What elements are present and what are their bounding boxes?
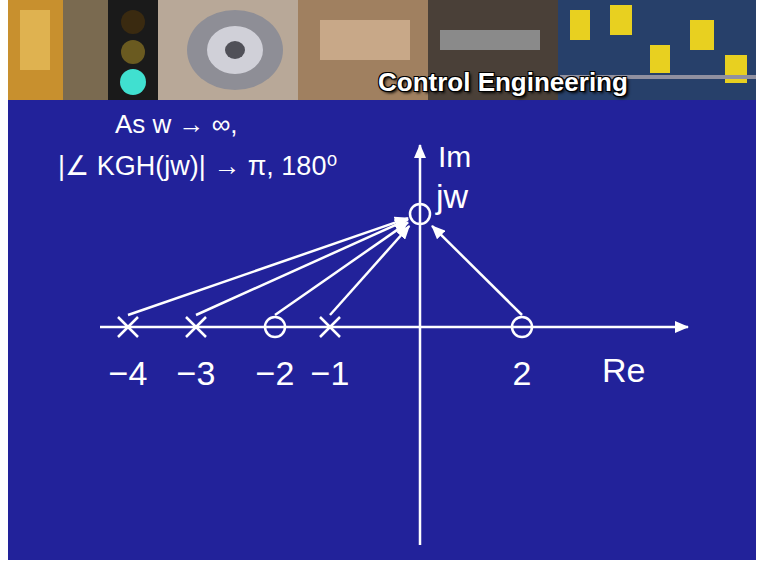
pole-marker: −4 bbox=[106, 315, 151, 392]
point-label: jw bbox=[436, 178, 468, 215]
circle-symbol bbox=[263, 315, 287, 339]
axis-label: Im bbox=[438, 140, 471, 173]
banner-title: Control Engineering bbox=[378, 68, 628, 97]
axis-label: Re bbox=[602, 352, 645, 389]
cross-symbol bbox=[184, 315, 208, 339]
condition-text: As w → ∞, bbox=[115, 110, 238, 139]
pole-marker: −1 bbox=[308, 315, 353, 392]
vector-arrow bbox=[330, 226, 409, 315]
circle-symbol bbox=[408, 202, 432, 226]
axis-value: −3 bbox=[177, 355, 216, 392]
cross-symbol bbox=[318, 315, 342, 339]
test-point: jw bbox=[408, 202, 432, 226]
axis-value: −4 bbox=[109, 355, 148, 392]
zero-marker: 2 bbox=[507, 315, 537, 392]
circle-symbol bbox=[510, 315, 534, 339]
axis-value: 2 bbox=[513, 355, 532, 392]
axis-value: −2 bbox=[256, 355, 295, 392]
vector-arrow bbox=[432, 226, 522, 315]
circle-stroke bbox=[410, 204, 430, 224]
zero-marker: −2 bbox=[253, 315, 298, 392]
banner-photos bbox=[8, 0, 756, 100]
cross-stroke bbox=[186, 317, 206, 337]
axis-value: −1 bbox=[311, 355, 350, 392]
cross-symbol bbox=[116, 315, 140, 339]
vector-arrow bbox=[128, 218, 408, 315]
pole-marker: −3 bbox=[174, 315, 219, 392]
phase-limit-text: |∠ KGH(jw)| → π, 180⁰ bbox=[58, 152, 337, 182]
real-axis bbox=[100, 326, 688, 329]
circle-stroke bbox=[265, 317, 285, 337]
circle-stroke bbox=[512, 317, 532, 337]
vector-arrow bbox=[196, 219, 408, 315]
blue-panel bbox=[8, 100, 756, 560]
cross-stroke bbox=[118, 317, 138, 337]
cross-stroke bbox=[320, 317, 340, 337]
